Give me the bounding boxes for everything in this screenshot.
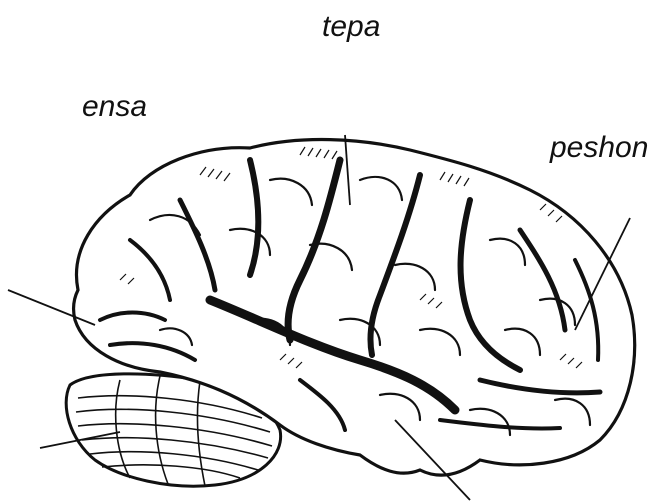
label-peshon: peshon	[550, 133, 648, 163]
label-ensa: ensa	[82, 92, 147, 122]
label-tepa: tepa	[322, 12, 380, 42]
